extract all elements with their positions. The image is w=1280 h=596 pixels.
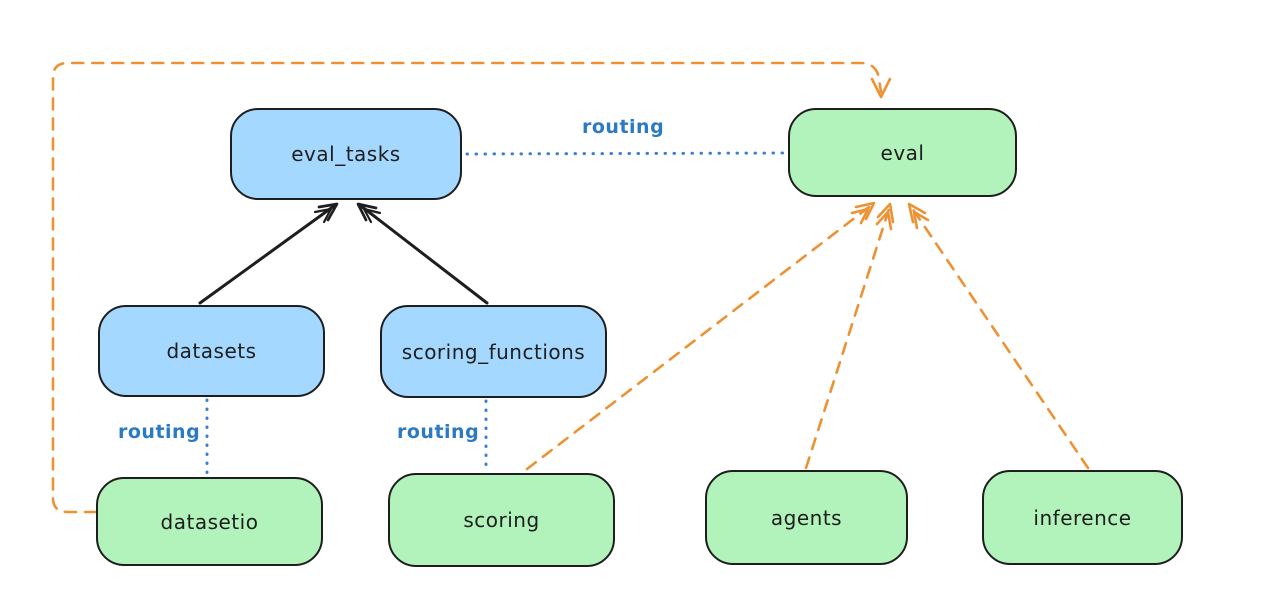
node-eval: eval (788, 108, 1017, 197)
node-scoring-label: scoring (463, 508, 540, 532)
routing-label-eval-tasks-eval: routing (582, 116, 665, 138)
node-scoring-functions-label: scoring_functions (401, 339, 586, 364)
edge-datasetio-to-eval (51, 61, 892, 514)
node-eval-tasks-label: eval_tasks (291, 142, 401, 166)
node-agents-label: agents (770, 505, 843, 530)
edge-datasets-to-eval-tasks (198, 202, 339, 305)
routing-label-scoring-functions-scoring: routing (397, 421, 480, 443)
routing-label-datasets-datasetio: routing (118, 421, 201, 443)
node-datasets: datasets (98, 305, 325, 397)
node-scoring: scoring (388, 473, 615, 567)
node-datasets-label: datasets (166, 339, 257, 363)
node-eval-label: eval (880, 140, 925, 165)
edge-scoring-to-eval (525, 201, 876, 471)
edge-scoring-functions-to-eval-tasks (356, 202, 489, 305)
edge-agents-to-eval (804, 202, 895, 470)
node-agents: agents (705, 470, 908, 565)
node-eval-tasks: eval_tasks (230, 108, 462, 200)
node-inference-label: inference (1033, 505, 1132, 530)
node-datasetio: datasetio (96, 477, 323, 566)
node-datasetio-label: datasetio (160, 509, 259, 534)
edge-eval-tasks-to-eval-routing (465, 151, 787, 156)
edge-inference-to-eval (907, 202, 1090, 470)
node-scoring-functions: scoring_functions (380, 305, 607, 398)
node-inference: inference (982, 470, 1183, 565)
